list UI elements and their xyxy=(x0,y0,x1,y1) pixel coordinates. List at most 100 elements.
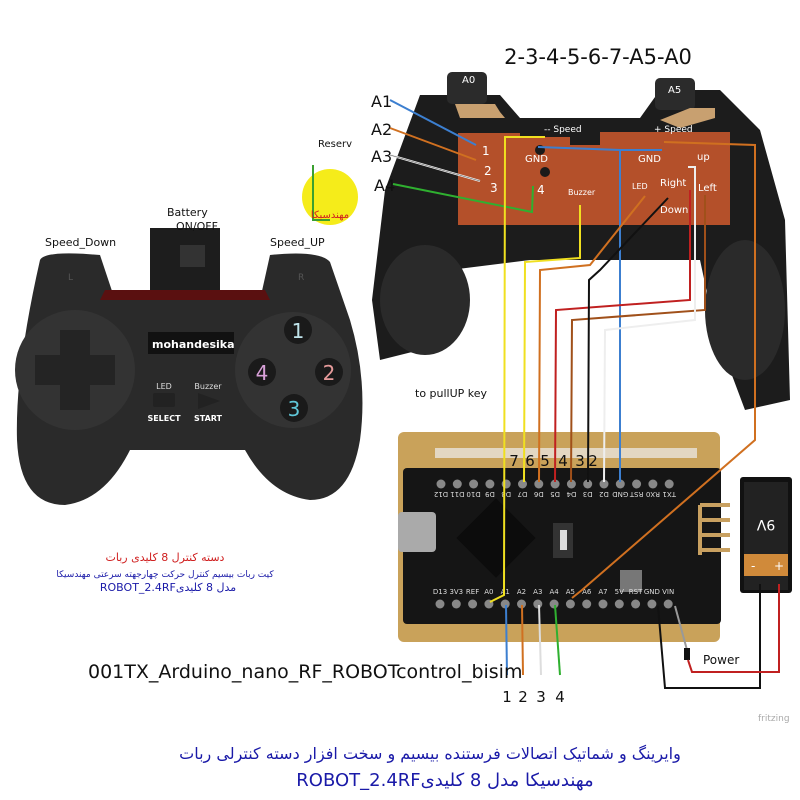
pin-d2[interactable] xyxy=(599,479,609,489)
pin-d4[interactable] xyxy=(566,479,576,489)
brand-label: mohandesika xyxy=(152,338,235,351)
label-a5: A5 xyxy=(668,85,681,96)
pin-d6[interactable] xyxy=(534,479,544,489)
pin-label: D11 xyxy=(450,490,464,498)
pin-order-title: 2-3-4-5-6-7-A5-A0 xyxy=(504,45,692,69)
bottom-wire-number: 2 xyxy=(518,688,528,706)
pin-vin[interactable] xyxy=(663,599,673,609)
footer-line2: مهندسیکا مدل 8 کلیدیROBOT_2.4RF xyxy=(296,770,593,791)
pin-label: D7 xyxy=(518,490,528,498)
pin-label: A1 xyxy=(501,588,510,596)
brand-plate xyxy=(148,332,234,354)
wire-a4 xyxy=(392,183,534,214)
pin-gnd[interactable] xyxy=(647,599,657,609)
face-label-2: 2 xyxy=(323,361,336,385)
pin-label: 3V3 xyxy=(449,588,463,596)
pin-a2[interactable] xyxy=(517,599,526,609)
pin-ref[interactable] xyxy=(468,599,478,609)
bottom-wire-number: 3 xyxy=(536,688,546,706)
pin-d3[interactable] xyxy=(583,479,593,489)
wire-battery-plus xyxy=(687,584,780,673)
pad-number-4: 4 xyxy=(537,183,545,197)
pin-a3[interactable] xyxy=(533,599,543,609)
label-gnd-right: GND xyxy=(638,154,661,165)
face-label-1: 1 xyxy=(292,319,305,343)
pin-label: A5 xyxy=(566,588,575,596)
wire-up-d2 xyxy=(603,166,696,483)
pin-label: D13 xyxy=(433,588,447,596)
label-a1: A1 xyxy=(371,92,392,111)
pad-number-3: 3 xyxy=(490,181,498,195)
label-up: up xyxy=(697,152,710,163)
start-label: START xyxy=(194,414,223,423)
dpad[interactable] xyxy=(35,330,115,410)
pin-label: GND xyxy=(644,588,660,596)
pin-5v[interactable] xyxy=(614,599,624,609)
label-speed-up: + Speed xyxy=(654,125,693,135)
select-button[interactable] xyxy=(153,393,175,407)
buzzer-label: Buzzer xyxy=(194,382,222,391)
face-button-2[interactable] xyxy=(315,358,343,386)
pin-gnd[interactable] xyxy=(615,479,625,489)
pin-label: D8 xyxy=(501,490,511,498)
pin-a1[interactable] xyxy=(500,599,510,609)
pin-a7[interactable] xyxy=(598,599,608,609)
pin-d9[interactable] xyxy=(485,479,495,489)
pin-tx1[interactable] xyxy=(664,479,674,489)
pin-label: A0 xyxy=(484,588,493,596)
wire-down-d3 xyxy=(587,197,669,483)
pin-label: REF xyxy=(466,588,479,596)
label-a2: A2 xyxy=(371,120,392,139)
face-button-3[interactable] xyxy=(280,394,308,422)
face-label-4: 4 xyxy=(256,361,269,385)
top-wire-number: 7 xyxy=(509,452,519,470)
face-button-4[interactable] xyxy=(248,358,276,386)
diode xyxy=(684,648,690,660)
battery-label-left: Battery xyxy=(167,206,208,219)
bottom-wire-number: 4 xyxy=(555,688,565,706)
file-caption: 001TX_Arduino_nano_RF_ROBOTcontrol_bisim xyxy=(88,661,522,683)
battery-label: 9V xyxy=(756,516,775,532)
start-button[interactable] xyxy=(198,393,220,409)
shoulder-a5 xyxy=(655,78,695,110)
pin-rst[interactable] xyxy=(632,479,642,489)
wire-out-3 xyxy=(538,604,542,676)
face-button-1[interactable] xyxy=(284,316,312,344)
pin-d8[interactable] xyxy=(501,479,511,489)
wire-right-d5 xyxy=(554,190,691,483)
top-wire-number: 6 xyxy=(525,452,535,470)
pin-label: TX1 xyxy=(662,490,677,498)
pin-d12[interactable] xyxy=(436,479,446,489)
footer-line1: وایرینگ و شماتیک اتصالات فرستنده بیسیم و… xyxy=(179,744,681,764)
wire-a3-outline xyxy=(389,154,481,182)
pin-d7[interactable] xyxy=(518,479,527,489)
wire-vin xyxy=(674,605,688,651)
led-label: LED xyxy=(156,382,172,391)
shoulder-l-label: L xyxy=(68,273,73,283)
shoulder-a0 xyxy=(447,72,487,104)
fritzing-watermark: fritzing xyxy=(758,714,790,724)
wire-out-2 xyxy=(521,604,524,676)
label-down: Down xyxy=(660,205,688,216)
svg-text:مهندسیکا: مهندسیکا xyxy=(311,210,349,221)
pin-a4[interactable] xyxy=(549,599,559,609)
wire-left-d4 xyxy=(570,195,706,483)
pin-rst[interactable] xyxy=(631,599,641,609)
label-led: LED xyxy=(632,182,648,191)
pin-a6[interactable] xyxy=(582,599,592,609)
pin-d10[interactable] xyxy=(469,479,479,489)
pin-3v3[interactable] xyxy=(451,599,461,609)
wire-speed-down-a0 xyxy=(489,136,545,603)
pad-number-2: 2 xyxy=(484,164,492,178)
pin-label: D2 xyxy=(599,490,609,498)
pin-label: D12 xyxy=(434,490,448,498)
pin-d5[interactable] xyxy=(550,479,560,489)
speed-down-label: Speed_Down xyxy=(45,236,116,249)
pin-d11[interactable] xyxy=(452,479,462,489)
pin-d13[interactable] xyxy=(435,599,445,609)
label-speed-down: -- Speed xyxy=(544,125,582,135)
pin-rx0[interactable] xyxy=(648,479,658,489)
pin-a5[interactable] xyxy=(565,599,575,609)
label-buzzer: Buzzer xyxy=(568,188,596,197)
